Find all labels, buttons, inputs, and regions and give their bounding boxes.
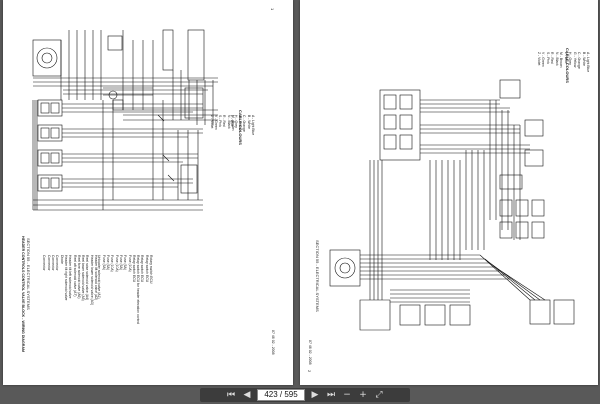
legend-item: Reel lower solenoid valve (A5) bbox=[81, 255, 86, 301]
cable-colour: M - Brown bbox=[231, 115, 235, 131]
cable-colour: A - Light Blue bbox=[586, 52, 590, 73]
cable-colour: V - Green bbox=[213, 115, 218, 130]
previous-page-icon[interactable]: ◀ bbox=[243, 390, 251, 400]
cable-colour: H - Grey bbox=[568, 52, 572, 65]
left-diagram-title: HEADER CONTROLS CONTROL VALVE BLOCK - WI… bbox=[21, 236, 25, 352]
right-page: SECTION 55 - ELECTRICAL SYSTEMS CABLE CO… bbox=[300, 0, 598, 385]
legend-item: Relay switch ECU bbox=[144, 255, 149, 283]
legend-item: Header lower solenoid valve (A3) bbox=[89, 255, 94, 305]
legend-item: Connector bbox=[51, 255, 56, 271]
cable-colour: Z - Violet bbox=[537, 52, 542, 66]
legend-item: Fuse (5A) bbox=[123, 255, 128, 270]
legend-item: Reel fore solenoid valve (A6) bbox=[76, 255, 81, 299]
left-wiring-diagram bbox=[32, 29, 218, 211]
cable-colour: S - Pink bbox=[218, 115, 223, 127]
cable-colour: A - Light Blue bbox=[251, 115, 255, 136]
right-footer: 87 46 02 - 2008 bbox=[308, 340, 312, 365]
cable-colour: N - Black bbox=[226, 115, 231, 129]
fit-page-icon[interactable]: ⤢ bbox=[375, 390, 383, 400]
left-footer: 87 46 02 - 2008 bbox=[271, 330, 275, 355]
legend-item: Rotary switch ECU bbox=[149, 255, 153, 284]
legend-item: Fuse (5A) bbox=[101, 255, 106, 270]
last-page-icon[interactable]: ⏭ bbox=[326, 390, 336, 400]
cable-colour: G - Yellow bbox=[238, 115, 243, 131]
left-legend-column: Rotary switch ECU Relay switch ECU Relay… bbox=[97, 255, 153, 375]
right-cable-colours-3: R - Red S - Pink V - Green Z - Violet bbox=[537, 52, 554, 112]
right-wiring-diagram bbox=[329, 79, 575, 331]
zoom-out-icon[interactable]: − bbox=[343, 390, 351, 400]
legend-item: Fuse (5A) bbox=[118, 255, 123, 270]
left-page: SECTION 55 - ELECTRICAL SYSTEMS HEADER C… bbox=[3, 0, 293, 385]
cable-colour: Z - Violet bbox=[209, 115, 214, 129]
legend-item: Relay switch ECU bbox=[140, 255, 145, 283]
left-cable-colours-2: M - Brown N - Black R - Red S - Pink V -… bbox=[209, 115, 235, 205]
legend-item: Fuse (5A) bbox=[106, 255, 111, 270]
right-section-title: SECTION 55 - ELECTRICAL SYSTEMS bbox=[315, 240, 320, 312]
cable-colour: V - Green bbox=[541, 52, 546, 67]
cable-colour: L - Blue bbox=[563, 52, 568, 64]
cable-colour: S - Pink bbox=[545, 52, 550, 64]
cable-colour: C - Orange bbox=[577, 52, 582, 69]
legend-item: Diode bbox=[59, 255, 64, 264]
cable-colour: B - White bbox=[581, 52, 586, 66]
legend-item: Reel aft solenoid valve (A7) bbox=[72, 255, 77, 297]
legend-item: Connector bbox=[55, 255, 60, 271]
left-section-title: SECTION 55 - ELECTRICAL SYSTEMS bbox=[26, 238, 31, 310]
legend-item: Relay switch ECU for header elevation co… bbox=[136, 255, 141, 325]
zoom-in-icon[interactable]: + bbox=[359, 390, 367, 400]
page-indicator[interactable]: 423 / 595 bbox=[257, 389, 305, 401]
legend-item: Fuse (10A) bbox=[127, 255, 132, 272]
right-cable-colours-2: H - Grey L - Blue M - Brown N - Black bbox=[555, 52, 572, 112]
cable-colour: R - Red bbox=[550, 52, 554, 64]
page-navigation-toolbar: ⏮ ◀ 423 / 595 ▶ ⏭ − + ⤢ bbox=[200, 388, 410, 402]
next-page-icon[interactable]: ▶ bbox=[311, 390, 319, 400]
legend-item: Fuse (10A) bbox=[110, 255, 115, 272]
right-cable-colours: A - Light Blue B - White C - Orange G - … bbox=[573, 52, 590, 112]
legend-item: Connector bbox=[46, 255, 51, 271]
right-page-number: 2 bbox=[307, 370, 312, 373]
cable-colour: C - Orange bbox=[242, 115, 247, 132]
cable-colour: M - Brown bbox=[559, 52, 564, 68]
legend-item: Header tilt left solenoid valve bbox=[68, 255, 73, 299]
left-page-number: 1 bbox=[270, 8, 275, 11]
cable-colour: G - Yellow bbox=[573, 52, 578, 68]
cable-colour: N - Black bbox=[555, 52, 560, 66]
legend-item: Reel raise solenoid valve (A4) bbox=[85, 255, 90, 301]
first-page-icon[interactable]: ⏮ bbox=[226, 390, 236, 400]
legend-item: Header tilt right solenoid valve bbox=[63, 255, 68, 301]
legend-item: Connector bbox=[42, 255, 47, 271]
cable-colour: B - White bbox=[246, 115, 251, 129]
left-legend-column-2: Header lift solenoid valve (A2) Header l… bbox=[42, 255, 98, 375]
legend-item: Fuse (10A) bbox=[114, 255, 119, 272]
legend-item: Header lift solenoid valve (A2) bbox=[94, 255, 98, 301]
